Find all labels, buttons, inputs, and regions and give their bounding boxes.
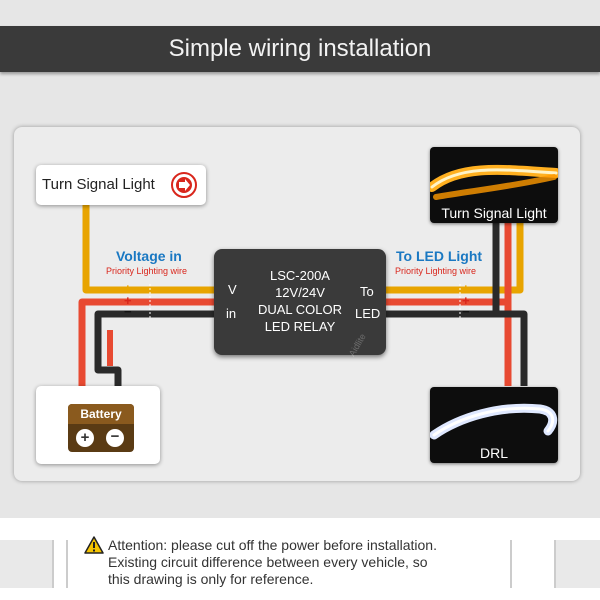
turn-signal-icon (171, 172, 197, 198)
to-led-heading: To LED Light (396, 248, 483, 264)
attention-line: this drawing is only for reference. (108, 571, 314, 587)
attention-right-decor (554, 540, 600, 588)
relay-led-label: LED (355, 306, 381, 321)
black-wire-left (94, 310, 215, 390)
voltage-in-subheading: Priority Lighting wire (106, 266, 188, 276)
left-yellow-polarity: + (124, 281, 132, 296)
page-title: Simple wiring installation (168, 35, 432, 62)
right-black-polarity: − (462, 304, 470, 319)
attention-left-decor (0, 540, 54, 588)
attention-line: Existing circuit difference between ever… (108, 554, 428, 570)
battery-minus-icon: − (106, 429, 124, 447)
battery-plus-icon: + (76, 429, 94, 447)
warning-icon (84, 536, 104, 554)
attention-line: Attention: please cut off the power befo… (108, 537, 437, 553)
yellow-wire-right (385, 223, 524, 294)
title-bar (0, 26, 600, 72)
left-red-polarity: + (124, 293, 132, 308)
relay-desc: LED RELAY (264, 319, 336, 334)
turn-signal-label: Turn Signal Light (42, 176, 155, 193)
relay-model: LSC-200A (270, 268, 330, 283)
right-yellow-polarity: + (462, 281, 470, 296)
black-wire-right (385, 310, 528, 386)
relay-module (214, 249, 386, 355)
left-black-polarity: − (124, 304, 132, 319)
drl-led-caption: DRL (479, 445, 508, 461)
voltage-in-heading: Voltage in (116, 248, 182, 264)
right-red-polarity: + (462, 293, 470, 308)
turn-signal-led-caption: Turn Signal Light (441, 205, 547, 221)
attention-text: Attention: please cut off the power befo… (108, 537, 508, 588)
drl-led-photo (430, 387, 558, 463)
red-wire-left (78, 298, 215, 390)
relay-voltage: 12V/24V (275, 285, 325, 300)
turn-signal-led-photo (430, 147, 558, 223)
yellow-wire-left (82, 205, 215, 294)
relay-v-label: V (228, 282, 237, 297)
attention-bar (0, 518, 600, 600)
relay-in-label: in (226, 306, 237, 321)
battery-label: Battery (80, 407, 122, 421)
to-led-subheading: Priority Lighting wire (395, 266, 477, 276)
relay-type: DUAL COLOR (257, 302, 343, 317)
relay-to-label: To (360, 284, 374, 299)
